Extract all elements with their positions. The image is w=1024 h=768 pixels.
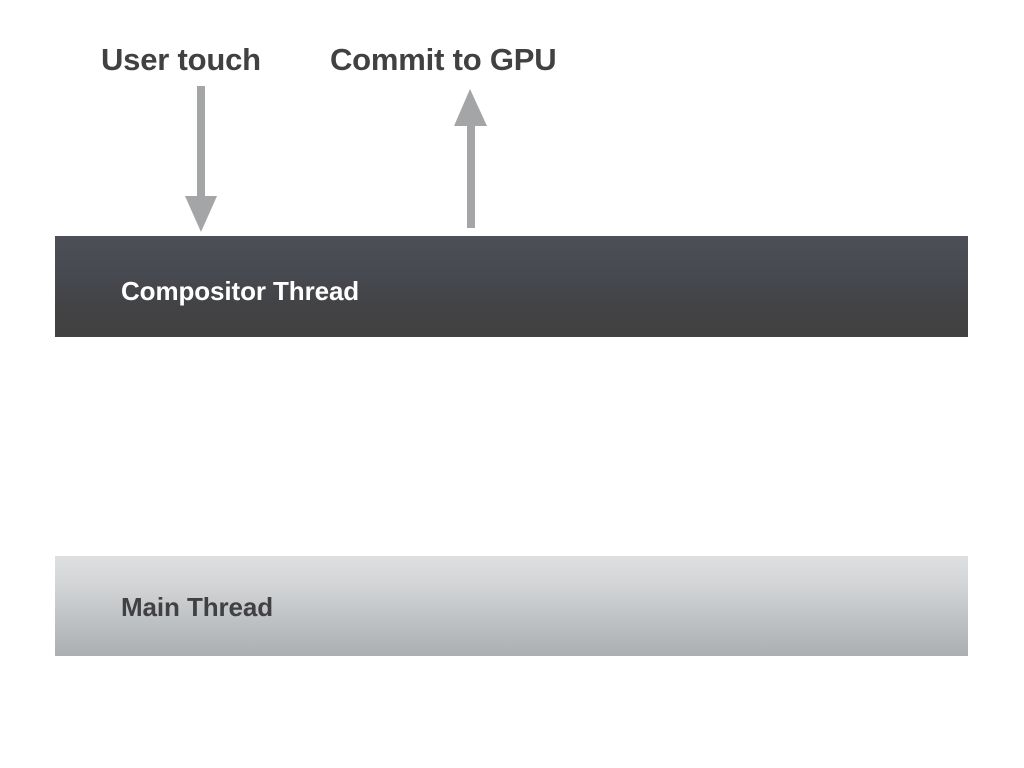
compositor-thread-label: Compositor Thread [121, 276, 360, 306]
arrow-up-icon [454, 89, 487, 228]
compositor-thread-lane: Compositor Thread [55, 236, 968, 337]
arrow-down-icon [185, 86, 217, 232]
annotation-label-commit-to-gpu: Commit to GPU [330, 42, 557, 77]
main-thread-lane: Main Thread [55, 556, 968, 656]
annotation-label-user-touch: User touch [101, 42, 261, 77]
main-thread-label: Main Thread [121, 592, 274, 622]
